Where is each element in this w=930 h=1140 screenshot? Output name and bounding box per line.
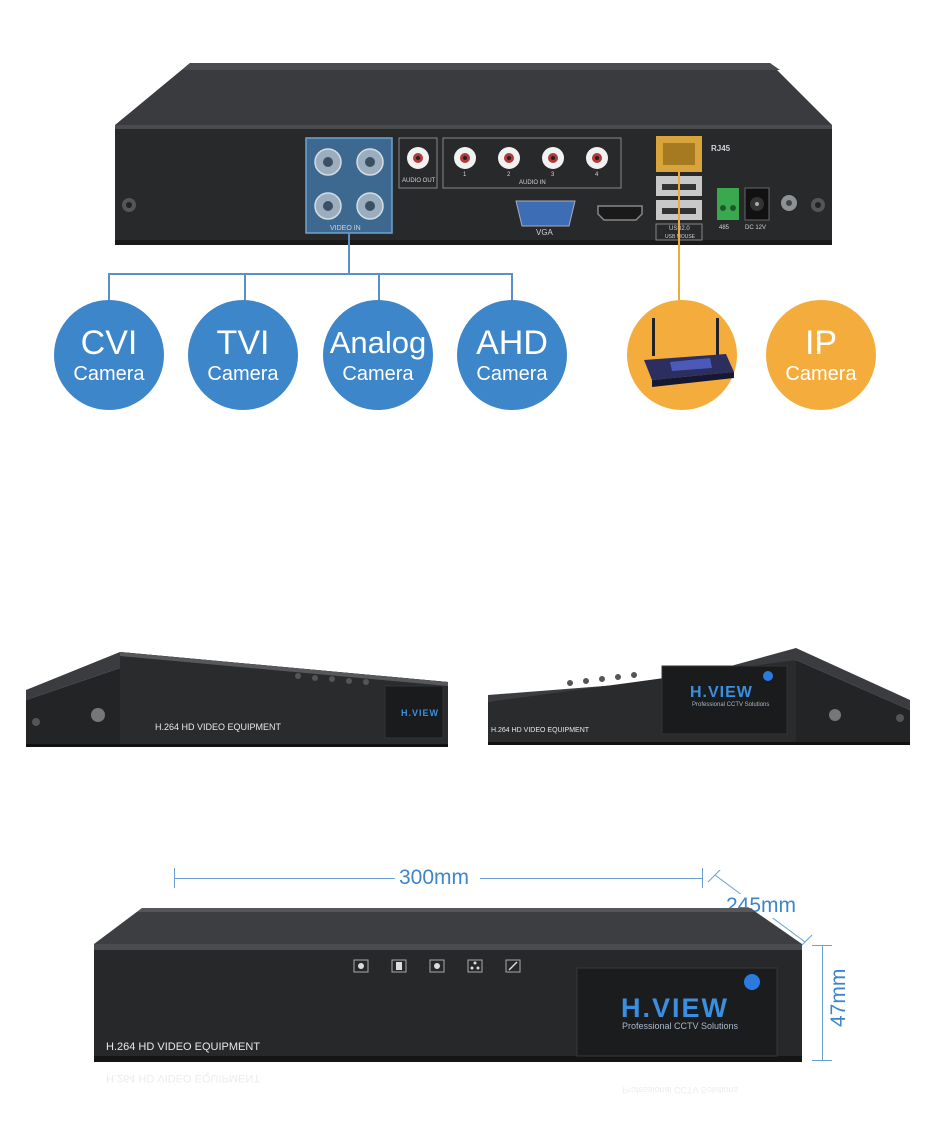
camera-type-name: IP bbox=[804, 324, 838, 362]
ip-camera-circle: IP Camera bbox=[766, 300, 876, 410]
right-device-brand: H.VIEW bbox=[690, 684, 753, 701]
height-dimension-tick-bottom bbox=[812, 1060, 832, 1061]
height-dimension-tick-top bbox=[812, 945, 832, 946]
analog-drop-line bbox=[378, 273, 380, 301]
analog-camera-circle: Analog Camera bbox=[323, 300, 433, 410]
tvi-camera-circle: TVI Camera bbox=[188, 300, 298, 410]
rear-panel-device bbox=[115, 63, 832, 245]
ahd-camera-circle: AHD Camera bbox=[457, 300, 567, 410]
left-device-label: H.264 HD VIDEO EQUIPMENT bbox=[155, 722, 282, 732]
cvi-camera-circle: CVI Camera bbox=[54, 300, 164, 410]
width-dimension-line-left bbox=[175, 878, 395, 879]
ahd-drop-line bbox=[511, 273, 513, 301]
usb-mouse-label: USB MOUSE bbox=[665, 234, 696, 240]
right-device-label: H.264 HD VIDEO EQUIPMENT bbox=[491, 727, 590, 734]
tvi-drop-line bbox=[244, 273, 246, 301]
main-device-label: H.264 HD VIDEO EQUIPMENT bbox=[106, 1041, 261, 1053]
left-device-brand: H.VIEW bbox=[401, 708, 440, 718]
main-device-brand: H.VIEW bbox=[621, 993, 730, 1023]
audio-in-port-2: 2 bbox=[507, 172, 511, 178]
video-in-connector-vertical bbox=[348, 233, 350, 274]
main-front-device bbox=[94, 908, 802, 1062]
rj45-connector-line bbox=[678, 172, 680, 302]
audio-in-port-3: 3 bbox=[551, 172, 555, 178]
camera-type-sub: Camera bbox=[207, 363, 279, 385]
camera-type-name: Analog bbox=[329, 325, 427, 360]
audio-in-port-4: 4 bbox=[595, 172, 599, 178]
cvi-drop-line bbox=[108, 273, 110, 301]
right-device-brand-sub: Professional CCTV Solutions bbox=[692, 702, 770, 708]
rj45-label: RJ45 bbox=[711, 144, 731, 153]
main-device-label-reflection: H.264 HD VIDEO EQUIPMENT bbox=[106, 1072, 261, 1084]
audio-in-port-1: 1 bbox=[463, 172, 467, 178]
audio-in-label: AUDIO IN bbox=[519, 180, 546, 186]
camera-bus-line bbox=[108, 273, 512, 275]
video-in-label: VIDEO IN bbox=[330, 225, 361, 232]
dc-power-label: DC 12V bbox=[745, 225, 767, 231]
height-dimension-label: 47mm bbox=[827, 968, 850, 1027]
main-device-brand-sub: Professional CCTV Solutions bbox=[622, 1021, 739, 1031]
camera-type-sub: Camera bbox=[785, 363, 857, 385]
rs485-label: 485 bbox=[719, 225, 730, 231]
camera-type-sub: Camera bbox=[73, 363, 145, 385]
width-dimension-label: 300mm bbox=[399, 866, 470, 889]
camera-type-sub: Camera bbox=[476, 363, 548, 385]
vga-label: VGA bbox=[536, 228, 553, 237]
width-dimension-line-right bbox=[480, 878, 702, 879]
height-dimension-line bbox=[822, 945, 823, 1061]
camera-type-name: CVI bbox=[80, 324, 138, 362]
router-icon bbox=[644, 318, 734, 387]
camera-type-name: TVI bbox=[216, 324, 270, 362]
width-dimension-tick-right bbox=[702, 868, 703, 888]
camera-type-sub: Camera bbox=[342, 363, 414, 385]
camera-type-name: AHD bbox=[476, 324, 548, 362]
main-device-brand-sub-reflection: Professional CCTV Solutions bbox=[622, 1085, 739, 1095]
audio-out-label: AUDIO OUT bbox=[402, 178, 436, 184]
right-angled-device bbox=[488, 648, 910, 745]
width-dimension-tick-left bbox=[174, 868, 175, 888]
left-angled-device bbox=[26, 652, 448, 747]
